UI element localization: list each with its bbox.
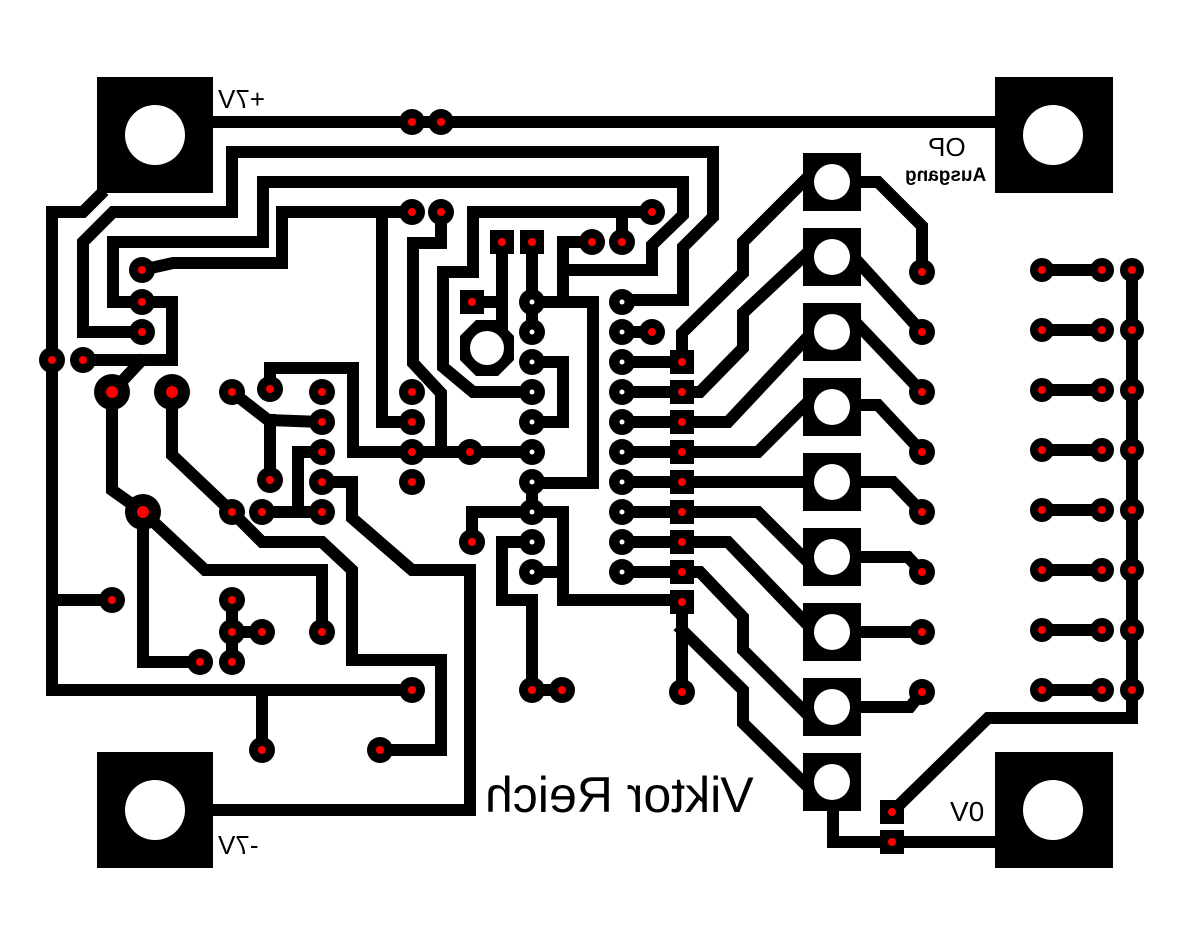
label-minus-7v: -7V [218, 830, 259, 860]
drill-mark [1038, 566, 1046, 574]
drill-mark [408, 388, 416, 396]
drill-mark [318, 418, 326, 426]
drill-mark [408, 478, 416, 486]
drill-mark [1038, 446, 1046, 454]
label-author: Viktor Reich [485, 767, 754, 823]
drill-mark [1128, 506, 1136, 514]
drill-mark [228, 508, 236, 516]
drill-mark [228, 628, 236, 636]
drill-mark [228, 388, 236, 396]
drill-mark [1098, 446, 1106, 454]
drill-mark [1038, 326, 1046, 334]
drill-mark [138, 266, 146, 274]
drill-mark [106, 386, 118, 398]
drill-mark [918, 568, 926, 576]
drill-mark [137, 506, 149, 518]
drill-mark [918, 268, 926, 276]
drill-mark [196, 658, 204, 666]
drill-mark [376, 746, 384, 754]
drill-mark [138, 298, 146, 306]
drill-mark [408, 418, 416, 426]
drill-mark [1098, 626, 1106, 634]
drill-mark [318, 388, 326, 396]
drill-mark [1128, 626, 1136, 634]
solder-pads [39, 109, 1144, 854]
drill-mark [1128, 266, 1136, 274]
drill-mark [318, 508, 326, 516]
drill-mark [266, 385, 274, 393]
drill-mark [1128, 386, 1136, 394]
drill-mark [108, 596, 116, 604]
drill-mark [678, 688, 686, 696]
drill-mark [408, 448, 416, 456]
drill-mark [408, 208, 416, 216]
drill-mark [918, 508, 926, 516]
drill-mark [258, 628, 266, 636]
drill-mark [318, 478, 326, 486]
drill-mark [79, 356, 87, 364]
drill-mark [48, 356, 56, 364]
drill-mark [266, 476, 274, 484]
drill-mark [1128, 326, 1136, 334]
drill-mark [918, 328, 926, 336]
drill-mark [558, 686, 566, 694]
drill-mark [166, 386, 178, 398]
drill-mark [1128, 446, 1136, 454]
label-ground: 0V [950, 796, 985, 827]
drill-mark [228, 658, 236, 666]
traces [46, 116, 1138, 848]
trimmer-hole [460, 320, 514, 376]
label-output: OP [928, 132, 966, 162]
drill-mark [1098, 686, 1106, 694]
drill-mark [437, 208, 445, 216]
drill-mark [228, 596, 236, 604]
drill-mark [1128, 686, 1136, 694]
drill-mark [1098, 386, 1106, 394]
drill-mark [1038, 506, 1046, 514]
drill-mark [918, 388, 926, 396]
drill-mark [258, 746, 266, 754]
drill-mark [1038, 626, 1046, 634]
drill-mark [1128, 566, 1136, 574]
drill-mark [1098, 566, 1106, 574]
drill-mark [1098, 326, 1106, 334]
label-output-sub: Ausgang [905, 165, 987, 186]
label-plus-7v: +7V [218, 84, 265, 114]
drill-mark [318, 448, 326, 456]
drill-mark [588, 238, 596, 246]
drill-mark [466, 448, 474, 456]
drill-mark [1038, 686, 1046, 694]
drill-mark [258, 508, 266, 516]
drill-mark [1098, 266, 1106, 274]
drill-mark [918, 628, 926, 636]
drill-mark [1038, 386, 1046, 394]
drill-mark [437, 118, 445, 126]
drill-mark [1038, 266, 1046, 274]
drill-mark [528, 686, 536, 694]
drill-mark [408, 686, 416, 694]
drill-mark [408, 118, 416, 126]
mounting-pads [97, 77, 1113, 868]
drill-mark [648, 328, 656, 336]
drill-mark [918, 688, 926, 696]
output-connector-pads [803, 153, 861, 811]
drill-mark [1098, 506, 1106, 514]
drill-mark [918, 448, 926, 456]
drill-mark [468, 538, 476, 546]
drill-mark [648, 208, 656, 216]
drill-mark [318, 628, 326, 636]
drill-mark [138, 328, 146, 336]
drill-mark [618, 238, 626, 246]
